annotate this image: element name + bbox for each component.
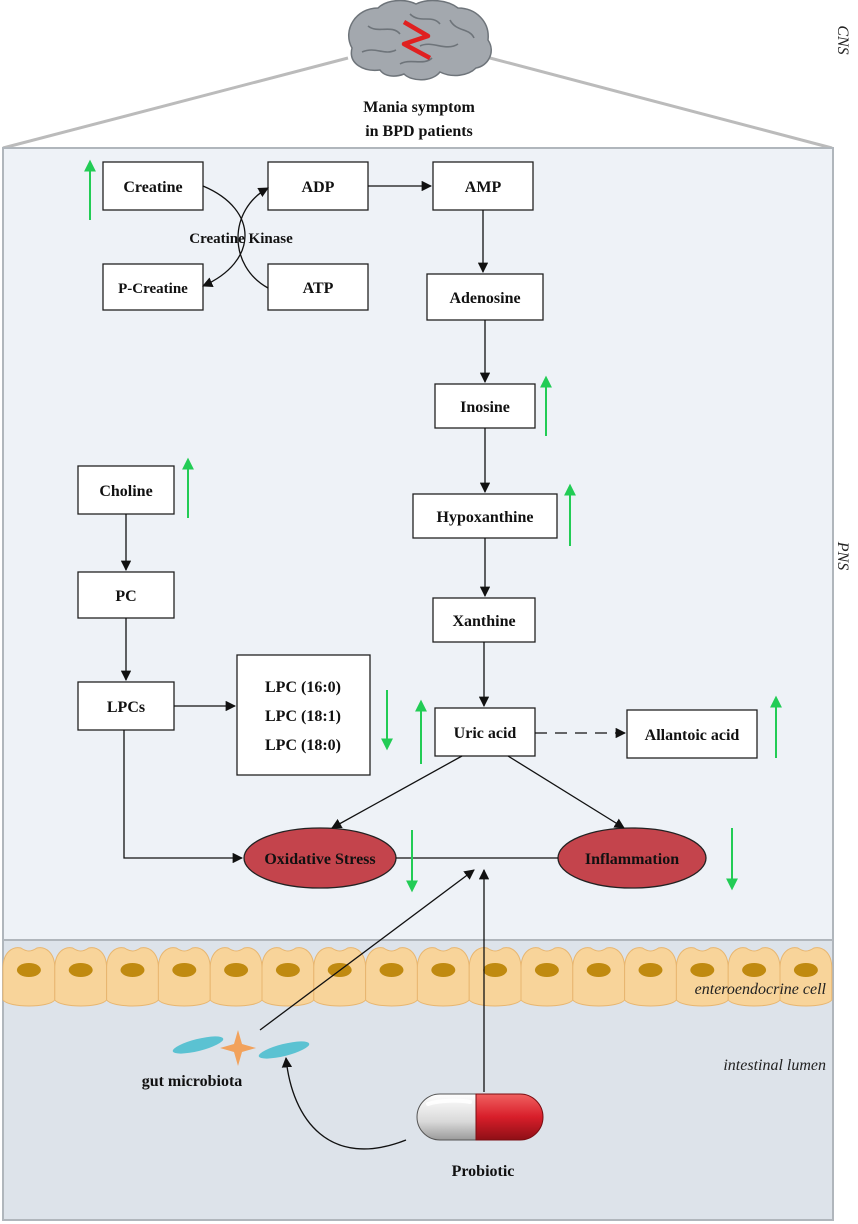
node-p-creatine: P-Creatine (102, 263, 204, 311)
cell-nucleus (534, 963, 559, 977)
node-inflammation: Inflammation (557, 827, 707, 889)
svg-text:LPCs: LPCs (107, 699, 145, 716)
node-inosine: Inosine (434, 383, 536, 429)
node-amp: AMP (432, 161, 534, 211)
svg-text:AMP: AMP (465, 179, 502, 196)
cell-nucleus (68, 963, 93, 977)
node-lpc-list: LPC (16:0) LPC (18:1) LPC (18:0) (236, 654, 371, 776)
svg-text:Uric acid: Uric acid (454, 725, 517, 742)
gut-microbiota-label: gut microbiota (142, 1073, 243, 1090)
cell-nucleus (224, 963, 249, 977)
cell-nucleus (586, 963, 611, 977)
node-adenosine: Adenosine (426, 273, 544, 321)
node-atp: ATP (267, 263, 369, 311)
node-lpcs-rendered: LPCs (77, 681, 175, 731)
cell-nucleus (638, 963, 663, 977)
cns-label: CNS (834, 25, 851, 54)
svg-text:Choline: Choline (99, 483, 152, 500)
svg-text:Hypoxanthine: Hypoxanthine (437, 509, 534, 526)
probiotic-label: Probiotic (452, 1163, 515, 1180)
lpc-18-0: LPC (18:0) (265, 737, 341, 754)
cell-nucleus (793, 963, 818, 977)
node-xanthine: Xanthine (432, 597, 536, 643)
brain-icon (347, 0, 492, 81)
change-indicators (84, 159, 782, 893)
enteroendocrine-cell-layer (2, 947, 833, 1007)
node-pc: PC (77, 571, 175, 619)
cell-nucleus (742, 963, 767, 977)
gut-microbiota-icon (172, 1030, 310, 1066)
pns-label: PNS (834, 541, 851, 570)
cell-nucleus (431, 963, 456, 977)
creatine-kinase-label: Creatine Kinase (189, 231, 293, 247)
cns-connector-left (2, 56, 349, 150)
node-adp: ADP (267, 161, 369, 211)
probiotic-pill-icon (416, 1093, 544, 1141)
node-allantoic-acid: Allantoic acid (626, 709, 758, 759)
lpc-16-0: LPC (16:0) (265, 679, 341, 696)
svg-text:Inosine: Inosine (460, 399, 510, 416)
svg-text:Oxidative Stress: Oxidative Stress (264, 851, 375, 868)
svg-text:Allantoic acid: Allantoic acid (645, 727, 740, 744)
cns-connector-right (489, 56, 833, 150)
lpc-18-1: LPC (18:1) (265, 708, 341, 725)
cell-nucleus (275, 963, 300, 977)
node-choline: Choline (77, 465, 175, 515)
intestinal-lumen-label: intestinal lumen (723, 1057, 826, 1074)
node-oxidative-stress: Oxidative Stress (243, 827, 397, 889)
svg-text:P-Creatine: P-Creatine (118, 281, 188, 297)
cell-nucleus (16, 963, 41, 977)
cell-nucleus (120, 963, 145, 977)
svg-text:ADP: ADP (302, 179, 335, 196)
flow-arrows (120, 180, 627, 1150)
node-uric-acid: Uric acid (434, 707, 536, 757)
cell-nucleus (690, 963, 715, 977)
brain-caption-line-2: in BPD patients (365, 123, 473, 140)
svg-text:PC: PC (115, 588, 136, 605)
enteroendocrine-cell-label: enteroendocrine cell (695, 981, 827, 998)
cell-nucleus (379, 963, 404, 977)
svg-text:Adenosine: Adenosine (449, 290, 520, 307)
svg-text:Inflammation: Inflammation (585, 851, 679, 868)
svg-text:Xanthine: Xanthine (452, 613, 515, 630)
svg-text:Creatine: Creatine (123, 179, 182, 196)
cell-nucleus (483, 963, 508, 977)
cell-nucleus (172, 963, 197, 977)
node-creatine: Creatine (102, 161, 204, 211)
node-hypoxanthine: Hypoxanthine (412, 493, 558, 539)
svg-text:ATP: ATP (303, 280, 334, 297)
brain-caption-line-1: Mania symptom (363, 99, 475, 116)
